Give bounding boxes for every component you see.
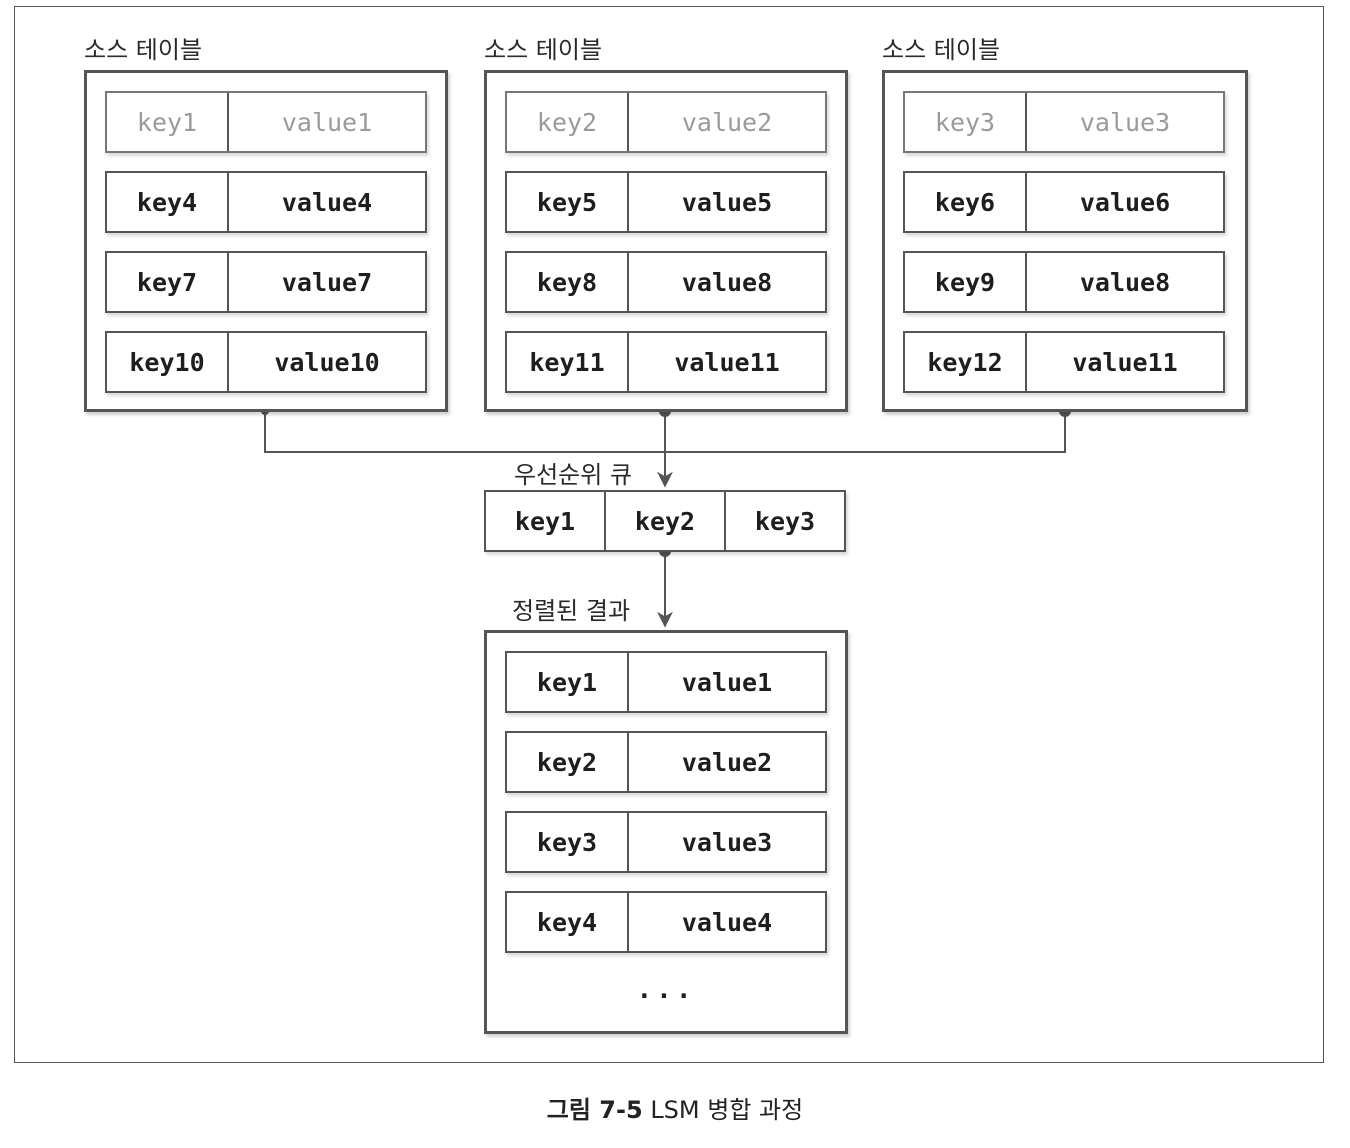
row-key: key11 <box>507 333 629 391</box>
table-row: key8 value8 <box>505 251 827 313</box>
table-row: key2 value2 <box>505 91 827 153</box>
row-key: key4 <box>107 173 229 231</box>
row-key: key2 <box>507 93 629 151</box>
table-row: key10 value10 <box>105 331 427 393</box>
table-row: key5 value5 <box>505 171 827 233</box>
figure-caption: 그림 7-5 LSM 병합 과정 <box>0 1090 1350 1125</box>
row-key: key1 <box>507 653 629 711</box>
table-row: key4 value4 <box>105 171 427 233</box>
figure-frame <box>14 6 1324 1063</box>
table-row: key11 value11 <box>505 331 827 393</box>
row-key: key7 <box>107 253 229 311</box>
table-row: key4 value4 <box>505 891 827 953</box>
queue-item: key3 <box>724 492 844 550</box>
queue-item: key2 <box>604 492 724 550</box>
table-row: key1 value1 <box>105 91 427 153</box>
row-key: key1 <box>107 93 229 151</box>
row-value: value8 <box>681 267 773 297</box>
row-value: value5 <box>681 187 773 217</box>
row-value: value10 <box>274 347 380 377</box>
row-value: value8 <box>1079 267 1171 297</box>
table-row: key1 value1 <box>505 651 827 713</box>
row-value: value2 <box>681 747 773 777</box>
caption-prefix: 그림 7-5 <box>546 1096 643 1124</box>
source-table-title: 소스 테이블 <box>84 36 203 64</box>
row-value: value6 <box>1079 187 1171 217</box>
result-label: 정렬된 결과 <box>512 597 631 625</box>
table-row: key3 value3 <box>903 91 1225 153</box>
source-table: key1 value1 key4 value4 key7 value7 key1… <box>84 70 448 412</box>
row-key: key2 <box>507 733 629 791</box>
row-key: key8 <box>507 253 629 311</box>
source-table: key3 value3 key6 value6 key9 value8 key1… <box>882 70 1248 412</box>
row-key: key3 <box>905 93 1027 151</box>
row-key: key3 <box>507 813 629 871</box>
row-value: value7 <box>281 267 373 297</box>
caption-text: LSM 병합 과정 <box>650 1096 804 1124</box>
priority-queue: key1 key2 key3 <box>484 490 846 552</box>
result-table: key1 value1 key2 value2 key3 value3 key4… <box>484 630 848 1034</box>
row-value: value11 <box>1072 347 1178 377</box>
row-value: value4 <box>681 907 773 937</box>
row-value: value11 <box>674 347 780 377</box>
queue-item: key1 <box>514 506 576 536</box>
row-key: key9 <box>905 253 1027 311</box>
row-value: value1 <box>681 667 773 697</box>
row-key: key10 <box>107 333 229 391</box>
table-row: key3 value3 <box>505 811 827 873</box>
table-row: key2 value2 <box>505 731 827 793</box>
table-row: key9 value8 <box>903 251 1225 313</box>
source-table-title: 소스 테이블 <box>484 36 603 64</box>
row-key: key6 <box>905 173 1027 231</box>
row-key: key4 <box>507 893 629 951</box>
row-key: key12 <box>905 333 1027 391</box>
row-value: value1 <box>281 107 373 137</box>
table-row: key12 value11 <box>903 331 1225 393</box>
row-value: value2 <box>681 107 773 137</box>
source-table: key2 value2 key5 value5 key8 value8 key1… <box>484 70 848 412</box>
table-row: key7 value7 <box>105 251 427 313</box>
row-value: value3 <box>681 827 773 857</box>
queue-label: 우선순위 큐 <box>514 461 633 489</box>
row-key: key5 <box>507 173 629 231</box>
row-value: value4 <box>281 187 373 217</box>
result-ellipsis: ... <box>636 975 696 1005</box>
table-row: key6 value6 <box>903 171 1225 233</box>
source-table-title: 소스 테이블 <box>882 36 1001 64</box>
row-value: value3 <box>1079 107 1171 137</box>
